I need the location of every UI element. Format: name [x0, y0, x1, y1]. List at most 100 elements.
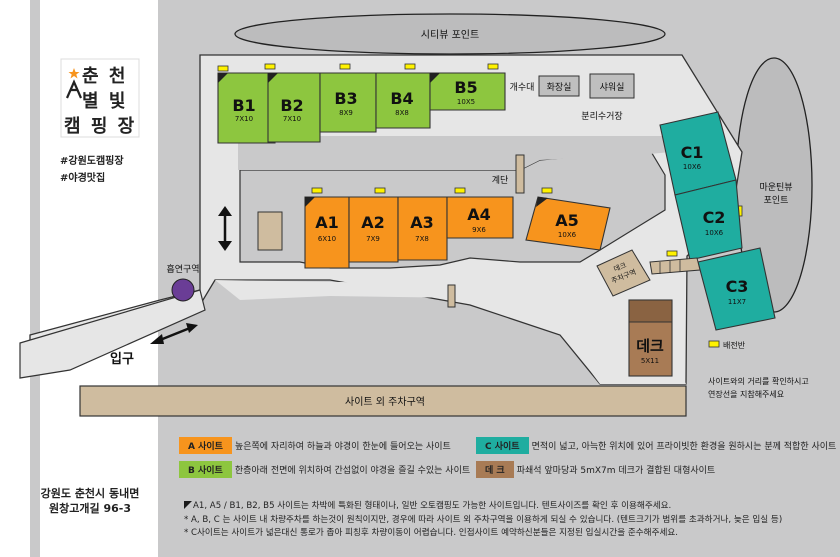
car-camping-marker-b1	[218, 73, 228, 83]
site-c2[interactable]	[674, 179, 743, 261]
vertical-arrow-icon	[218, 206, 232, 251]
upper-island	[238, 136, 690, 170]
site-b5[interactable]	[429, 72, 506, 111]
car-camping-marker-a5	[536, 197, 548, 207]
stairs	[515, 154, 525, 194]
site-c3-size: 11X7	[728, 298, 746, 306]
entrance-label: 입구	[110, 352, 134, 367]
car-camping-marker-b5	[430, 73, 440, 83]
distribution-box-icon	[454, 187, 466, 194]
site-a1-size: 6X10	[318, 235, 336, 243]
city-view-point	[234, 13, 666, 55]
deck-upper-section	[628, 299, 673, 323]
tent-icon	[65, 79, 83, 99]
shower	[589, 73, 635, 99]
mountain-view-label-2: 포인트	[764, 195, 789, 206]
legend-b-text: 한층아래 전면에 위치하여 간섭없이 야경을 즐길 수있는 사이트	[234, 466, 471, 476]
distribution-box-icon	[217, 65, 229, 72]
legend-c-badge: C 사이트	[476, 437, 529, 454]
star-icon	[68, 68, 80, 79]
site-b4-label: B4	[390, 89, 413, 108]
site-b3[interactable]	[319, 72, 377, 133]
site-a3-label: A3	[410, 213, 434, 232]
site-c3[interactable]	[697, 247, 776, 331]
brand-logo: 춘 천 별 빛 캠 핑 장	[60, 58, 140, 138]
legend-b-badge: B 사이트	[179, 461, 232, 478]
site-c1-label: C1	[681, 143, 704, 162]
logo-frame	[60, 58, 140, 138]
distribution-box-icon	[264, 63, 276, 70]
distribution-box-icon	[404, 63, 416, 70]
site-c2-size: 10X6	[705, 229, 724, 237]
site-a4[interactable]	[446, 196, 514, 239]
brand-line-3: 캠 핑 장	[64, 116, 137, 137]
deck-size: 5X11	[641, 357, 659, 365]
site-a5[interactable]	[525, 196, 611, 251]
c-sites: C1 10X6 C2 10X6 C3 11X7	[659, 111, 776, 331]
entrance-road	[19, 289, 206, 379]
car-camping-marker-icon	[184, 501, 192, 509]
site-a1[interactable]	[304, 196, 350, 269]
legend-a-badge: A 사이트	[179, 437, 232, 454]
hashtags: #강원도캠핑장 #야경맛집	[60, 153, 124, 187]
distribution-box-icon	[311, 187, 323, 194]
mountain-view-label-1: 마운틴뷰	[759, 182, 792, 193]
site-a1-label: A1	[315, 213, 339, 232]
site-b3-size: 8X9	[339, 109, 353, 117]
site-b1-size: 7X10	[235, 115, 253, 123]
site-b2[interactable]	[267, 72, 321, 143]
address: 강원도 춘천시 동내면 원창고개길 96-3	[20, 486, 160, 516]
site-a4-size: 9X6	[472, 226, 486, 234]
stairs-label: 계단	[492, 174, 509, 186]
legend-deck-badge: 데 크	[476, 461, 514, 478]
address-line-1: 강원도 춘천시 동내면	[40, 487, 140, 500]
site-b4[interactable]	[375, 72, 431, 129]
site-a2[interactable]	[348, 196, 399, 263]
site-b1[interactable]	[217, 72, 276, 144]
entrance-arrow-icon	[150, 323, 198, 344]
site-b3-label: B3	[334, 89, 357, 108]
hashtag-2: #야경맛집	[60, 173, 106, 184]
site-a5-size: 10X6	[558, 231, 577, 239]
site-b5-size: 10X5	[457, 98, 475, 106]
brand-line-2: 별 빛	[82, 91, 128, 112]
note-1: A1, A5 / B1, B2, B5 사이트는 차박에 특화된 형태이나, 일…	[184, 500, 782, 514]
site-c3-label: C3	[726, 277, 749, 296]
site-b4-size: 8X8	[395, 109, 409, 117]
walkway	[649, 257, 701, 275]
car-camping-marker-b2	[268, 73, 278, 83]
site-b1-label: B1	[232, 96, 255, 115]
site-b2-label: B2	[280, 96, 303, 115]
site-b2-size: 7X10	[283, 115, 301, 123]
smoking-area-marker	[171, 278, 195, 302]
legend-a-text: 높은쪽에 자리하여 하늘과 야경이 한눈에 들어오는 사이트	[234, 442, 451, 452]
site-a5-label: A5	[555, 211, 579, 230]
smoking-label: 흡연구역	[166, 263, 199, 275]
outside-parking-label: 사이트 외 주차구역	[345, 396, 425, 408]
restroom	[538, 75, 580, 97]
distribution-box-icon	[487, 63, 499, 70]
deck-label: 데크	[636, 337, 664, 355]
site-a2-size: 7X9	[366, 235, 380, 243]
storage-box	[257, 211, 283, 251]
post	[447, 284, 456, 308]
distribution-box-legend-icon	[708, 340, 720, 348]
city-view-label: 시티뷰 포인트	[421, 29, 479, 41]
deck-parking-zone	[596, 249, 651, 297]
hashtag-1: #강원도캠핑장	[60, 156, 124, 167]
site-a4-label: A4	[467, 205, 491, 224]
restroom-label: 화장실	[547, 82, 572, 93]
car-camping-marker-a1	[305, 197, 315, 207]
a-sites: A1 6X10 A2 7X9 A3 7X8 A4 9X6 A5 10X6	[304, 196, 611, 269]
notes: A1, A5 / B1, B2, B5 사이트는 차박에 특화된 형태이나, 일…	[184, 500, 782, 541]
distribution-box-icon	[339, 63, 351, 70]
site-c1-size: 10X6	[683, 163, 702, 171]
site-a3[interactable]	[397, 196, 448, 261]
note-2: * A, B, C 는 사이트 내 차량주차를 하는것이 원칙이지만, 경우에 …	[184, 514, 783, 525]
distribution-note-1: 사이트와의 거리를 확인하시고	[708, 376, 809, 386]
site-a3-size: 7X8	[415, 235, 429, 243]
